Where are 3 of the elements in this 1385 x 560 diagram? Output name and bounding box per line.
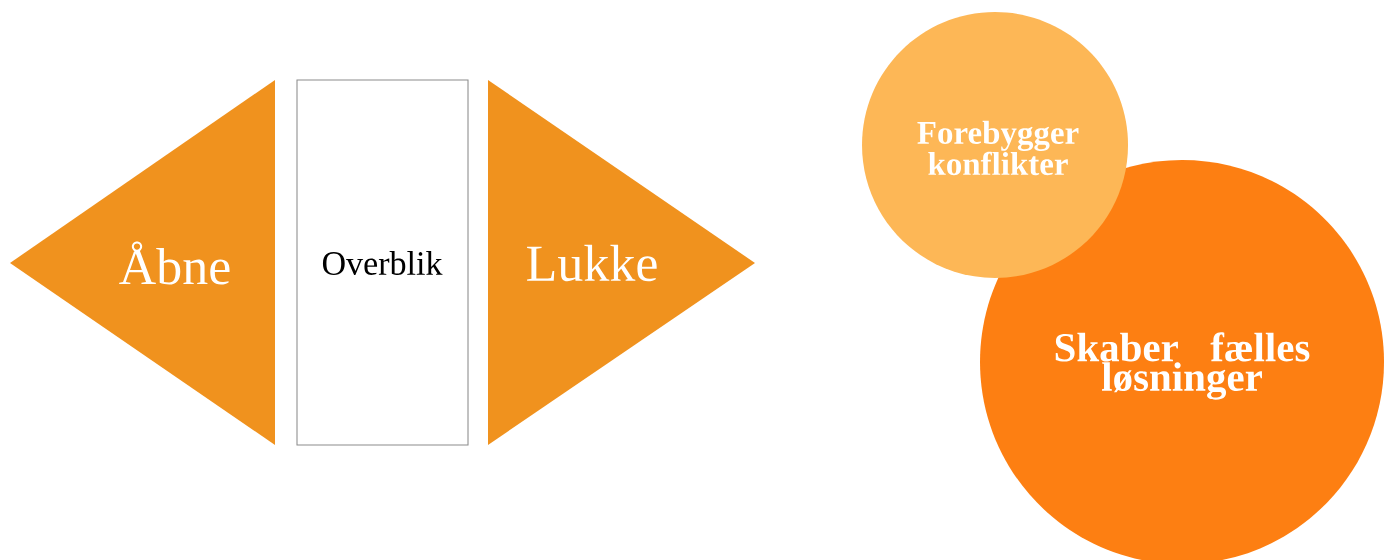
text-box: Overblik xyxy=(296,79,469,446)
triangle: Lukke xyxy=(488,80,755,445)
triangle: Åbne xyxy=(10,80,275,445)
